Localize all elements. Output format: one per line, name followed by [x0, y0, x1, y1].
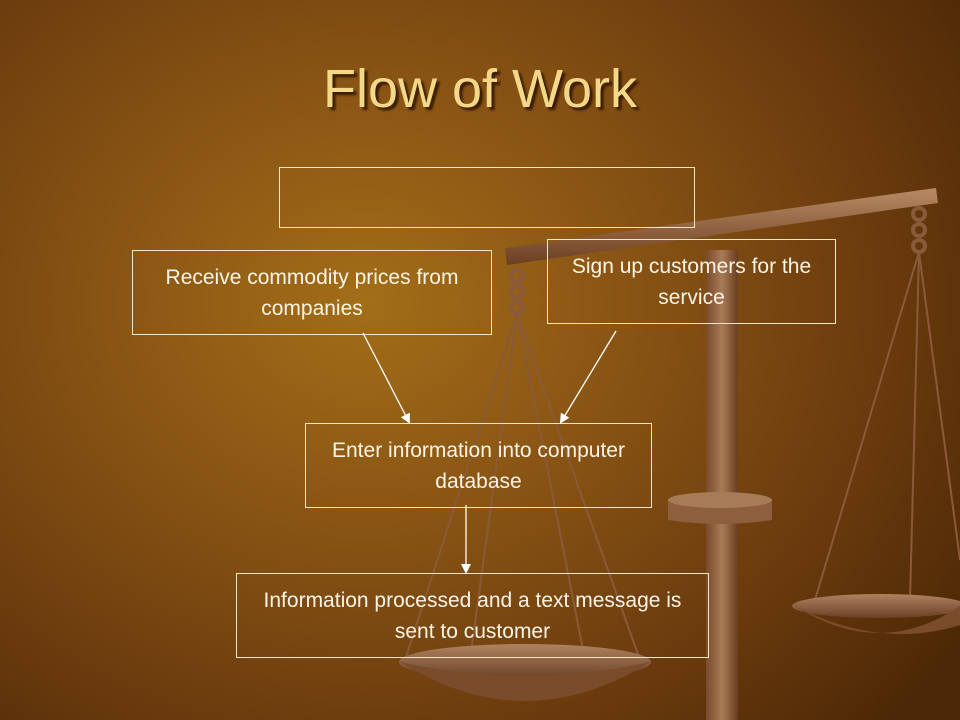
arrow-signup-to-database — [559, 330, 617, 424]
information-processed-label: Information processed and a text message… — [263, 588, 682, 643]
arrow-prices-to-database — [362, 332, 410, 424]
enter-information-label: Enter information into computer database — [332, 438, 625, 493]
enter-information-box: Enter information into computer database — [305, 423, 652, 508]
slide-title: Flow of Work — [322, 59, 638, 119]
information-processed-box: Information processed and a text message… — [236, 573, 709, 658]
receive-prices-label: Receive commodity prices from companies — [165, 265, 459, 320]
sign-up-customers-box: Sign up customers for the service — [547, 239, 836, 324]
top-empty-box — [279, 167, 695, 228]
sign-up-customers-label: Sign up customers for the service — [571, 254, 812, 309]
receive-prices-box: Receive commodity prices from companies — [132, 250, 492, 335]
